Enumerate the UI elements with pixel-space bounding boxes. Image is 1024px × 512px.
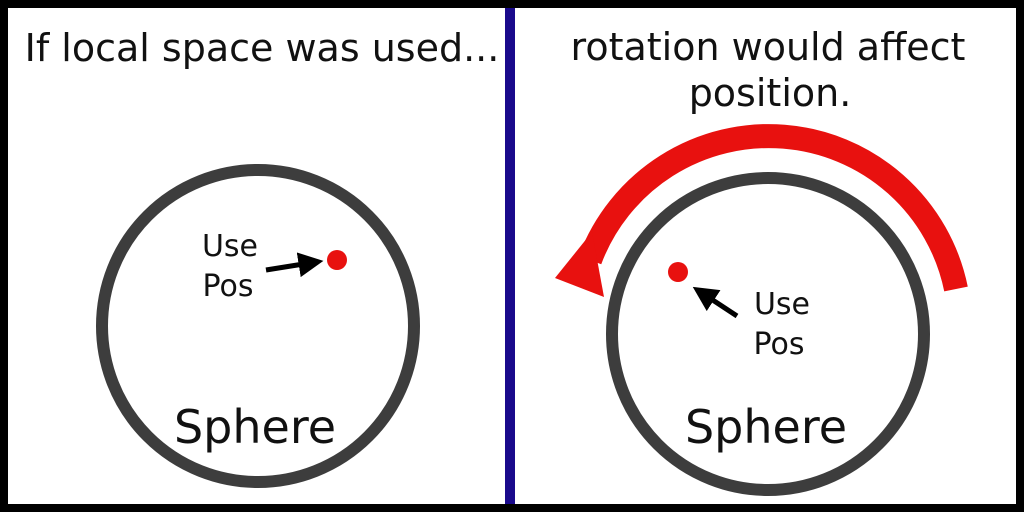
left-point-label-line2: Pos [202,269,253,304]
right-pointer-arrow [692,286,739,319]
counterclockwise-arrow-icon [555,124,968,297]
left-panel: If local space was used... Sphere Use Po… [8,8,505,504]
left-pointer-arrow [265,252,324,278]
panel-divider [505,8,515,504]
right-sphere-ring [606,172,930,496]
right-position-point [668,262,688,282]
left-panel-background [8,8,505,504]
left-sphere-ring [96,164,420,488]
right-sphere-label: Sphere [685,400,847,454]
left-caption: If local space was used... [25,26,500,70]
left-point-label-line1: Use [202,229,258,264]
right-caption-line1: rotation would affect [571,25,966,69]
right-panel: rotation would affect position. Sphere U… [515,8,1016,504]
left-position-point [327,250,347,270]
right-caption-line2: position. [689,71,852,115]
right-point-label-line2: Pos [753,327,804,362]
left-sphere-label: Sphere [174,400,336,454]
right-point-label-line1: Use [754,287,810,322]
